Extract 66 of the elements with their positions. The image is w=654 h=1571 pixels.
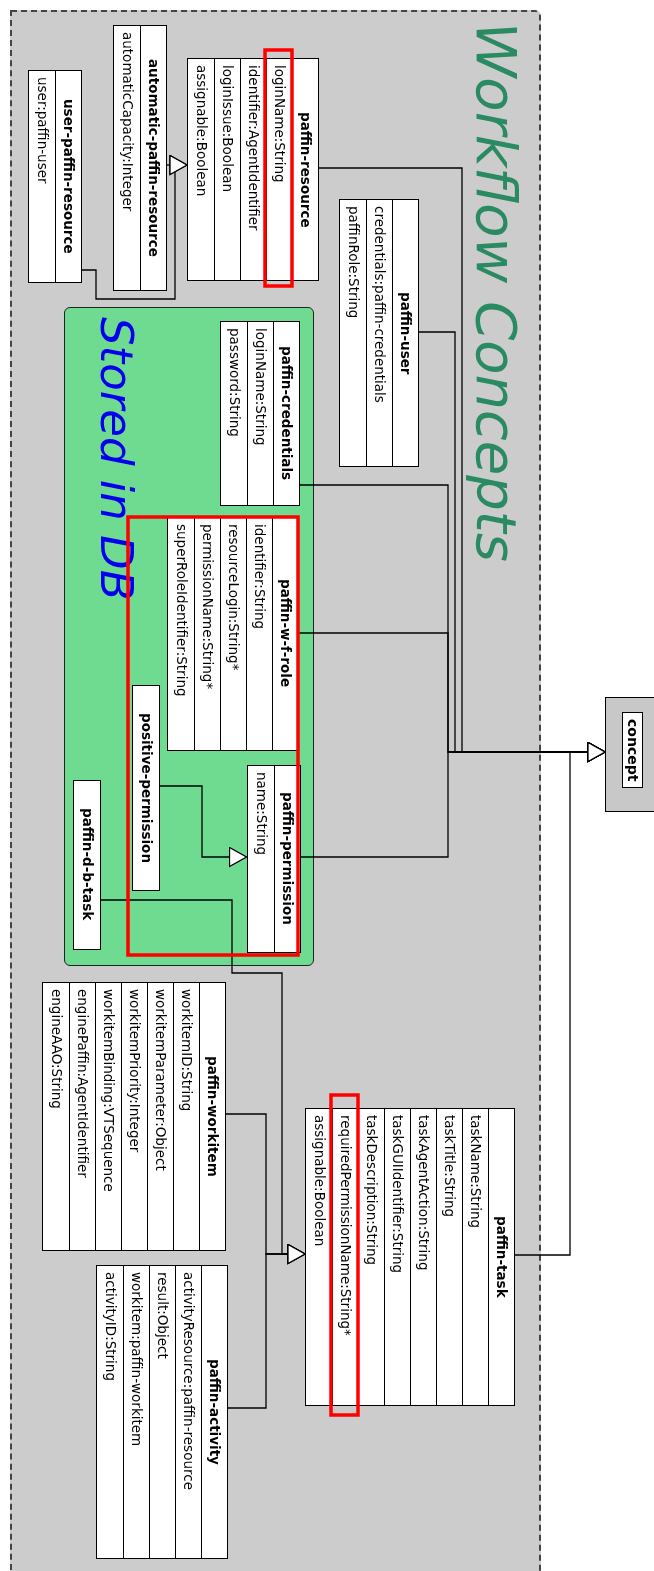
attribute-text: workitemParameter:Object: [147, 983, 173, 1250]
class-box: [187, 58, 319, 281]
attribute-text: workitem:paffin-workitem: [123, 1266, 149, 1558]
package-box: [605, 697, 654, 812]
class-box: [131, 684, 160, 891]
attribute-text: identifier:String: [245, 517, 272, 750]
generalization-arrow: [514, 741, 606, 1256]
attribute-text: workitemID:String: [173, 983, 199, 1250]
attribute-text: workitemBinding:VTSequence: [95, 983, 121, 1250]
class-box: [113, 25, 167, 291]
class-name: user-paffin-resource: [55, 71, 81, 282]
attribute-text: result:Object: [149, 1266, 175, 1558]
class-name: paffin-resource: [292, 59, 318, 280]
package-label: concept: [622, 712, 643, 789]
attribute-text: engineAAO:String: [48, 988, 66, 1111]
attribute-text: name:String: [252, 770, 271, 857]
attribute-text: activityID:String: [102, 1271, 120, 1383]
attribute-text: taskName:String: [462, 1109, 488, 1405]
generalization-arrow: [81, 154, 188, 300]
class-box: [28, 70, 82, 283]
generalization-arrow: [158, 785, 248, 868]
class-name: paffin-user: [392, 200, 418, 466]
attribute-text: resourceLogin:String*: [219, 517, 246, 750]
class-name: paffin-workitem: [199, 983, 225, 1250]
class-box: [339, 199, 419, 467]
attribute-text: taskAgentAction:String: [410, 1109, 436, 1405]
class-name: paffin-d-b-task: [78, 807, 97, 923]
attribute-text: loginName:String: [266, 59, 292, 280]
attribute-text: taskGUIIdentifier:String: [384, 1109, 410, 1405]
attribute-text: password:String: [225, 326, 244, 439]
attribute-text: assignable:Boolean: [311, 1114, 329, 1249]
package-frame: [10, 10, 541, 1571]
attribute-text: assignable:Boolean: [193, 64, 211, 199]
class-box: [96, 1265, 228, 1559]
attribute-text: user:paffin-user: [34, 76, 52, 186]
attribute-text: identifier:AgentIdentifier: [240, 59, 266, 280]
class-name: positive-permission: [137, 711, 156, 865]
attribute-text: requiredPermissionName:String*: [332, 1109, 358, 1405]
attribute-text: taskDescription:String: [358, 1109, 384, 1405]
attribute-text: enginePaffin:AgentIdentifier: [69, 983, 95, 1250]
class-box: [305, 1108, 515, 1406]
attribute-text: paffinRole:String: [345, 205, 363, 321]
attribute-text: loginName:String: [246, 321, 273, 505]
package-title: Stored in DB: [88, 317, 144, 601]
attribute-text: automaticCapacity:Integer: [119, 31, 137, 214]
attribute-text: credentials:paffin-credentials: [366, 200, 392, 466]
attribute-text: superRoleIdentifier:String: [172, 522, 191, 699]
class-box: [72, 779, 101, 950]
class-name: paffin-activity: [201, 1266, 227, 1558]
class-name: automatic-paffin-resource: [140, 26, 166, 290]
generalization-arrow: [227, 1243, 306, 1409]
attribute-text: loginIssue:Boolean: [214, 59, 240, 280]
class-box: [42, 982, 226, 1251]
package-title: Workflow Concepts: [464, 22, 528, 562]
attribute-text: taskTitle:String: [436, 1109, 462, 1405]
class-name: paffin-task: [488, 1109, 514, 1405]
class-name: paffin-w-f-role: [271, 517, 298, 750]
attribute-text: activityResource:paffin-resource: [175, 1266, 201, 1558]
class-name: paffin-credentials: [272, 321, 299, 505]
attribute-text: workitemPriority:Integer: [121, 983, 147, 1250]
storage-region: [64, 307, 314, 966]
class-box: [166, 516, 299, 751]
attribute-text: permissionName:String*: [193, 517, 220, 750]
class-box: [219, 320, 300, 506]
class-name: paffin-permission: [273, 765, 300, 952]
class-box: [246, 764, 301, 953]
